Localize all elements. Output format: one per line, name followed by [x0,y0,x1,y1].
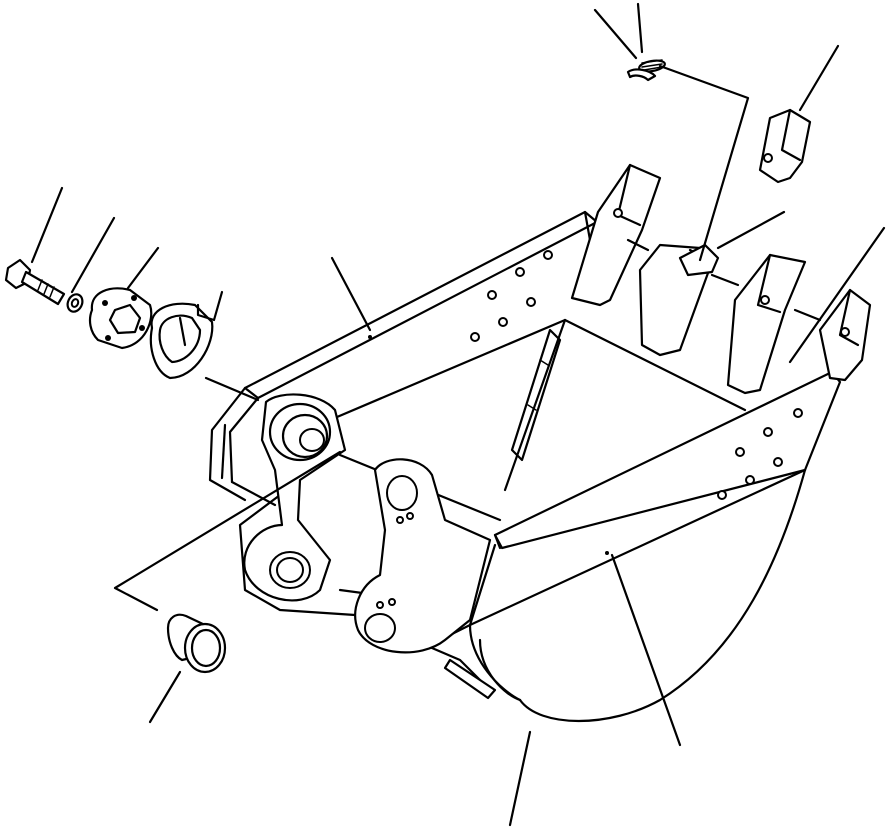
tooth-point [818,288,872,382]
bucket-body [626,238,822,322]
link-bracket [354,458,492,654]
washer [66,293,84,313]
bucket-bottom-shell [468,468,807,722]
bucket-side-plate-right [493,370,842,555]
tooth-point [570,163,662,307]
tooth-point [726,253,807,395]
leader-lines [30,2,886,827]
boss-flange [88,287,153,350]
bucket-body [328,318,747,522]
link-bracket [243,393,347,602]
shim-plate [149,302,214,380]
tooth-point [758,108,812,184]
tooth-pin-and-lock [626,59,666,82]
bolt [4,258,66,306]
bushing [166,613,227,674]
